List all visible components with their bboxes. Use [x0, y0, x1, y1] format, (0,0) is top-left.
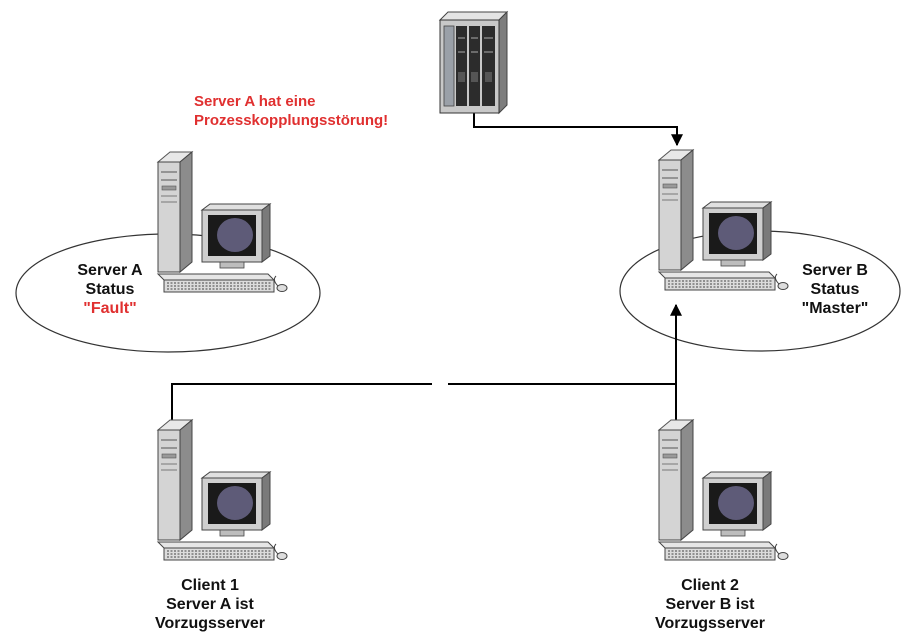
server-b-name: Server B: [802, 262, 868, 279]
warning-line-2: Prozesskopplungsstörung!: [194, 112, 389, 129]
client-1-line-2: Server A ist: [166, 596, 254, 613]
client-1-label: Client 1 Server A ist Vorzugsserver: [140, 576, 280, 633]
server-a-name: Server A: [77, 262, 143, 279]
client-2-computer-icon: [658, 419, 789, 561]
client-2-name: Client 2: [681, 577, 739, 594]
client-2-line-3: Vorzugsserver: [655, 615, 765, 632]
warning-label: Server A hat eine Prozesskopplungsstörun…: [194, 92, 388, 130]
server-b-label: Server B Status "Master": [775, 261, 895, 318]
client-2-label: Client 2 Server B ist Vorzugsserver: [640, 576, 780, 633]
client-2-line-2: Server B ist: [665, 596, 755, 613]
server-a-computer-icon: [157, 151, 288, 293]
warning-line-1: Server A hat eine: [194, 93, 316, 110]
client-1-name: Client 1: [181, 577, 239, 594]
server-b-status-label: Status: [810, 281, 860, 298]
server-a-label: Server A Status "Fault": [50, 261, 170, 318]
client-network-line: [171, 383, 676, 425]
plc-icon: [438, 10, 509, 115]
client-1-line-3: Vorzugsserver: [155, 615, 265, 632]
server-b-computer-icon: [658, 149, 789, 291]
server-b-status-value: "Master": [801, 300, 869, 317]
server-a-status-value: "Fault": [83, 300, 137, 317]
plc-connection: [473, 113, 683, 147]
client-1-computer-icon: [157, 419, 288, 561]
server-a-status-label: Status: [85, 281, 135, 298]
